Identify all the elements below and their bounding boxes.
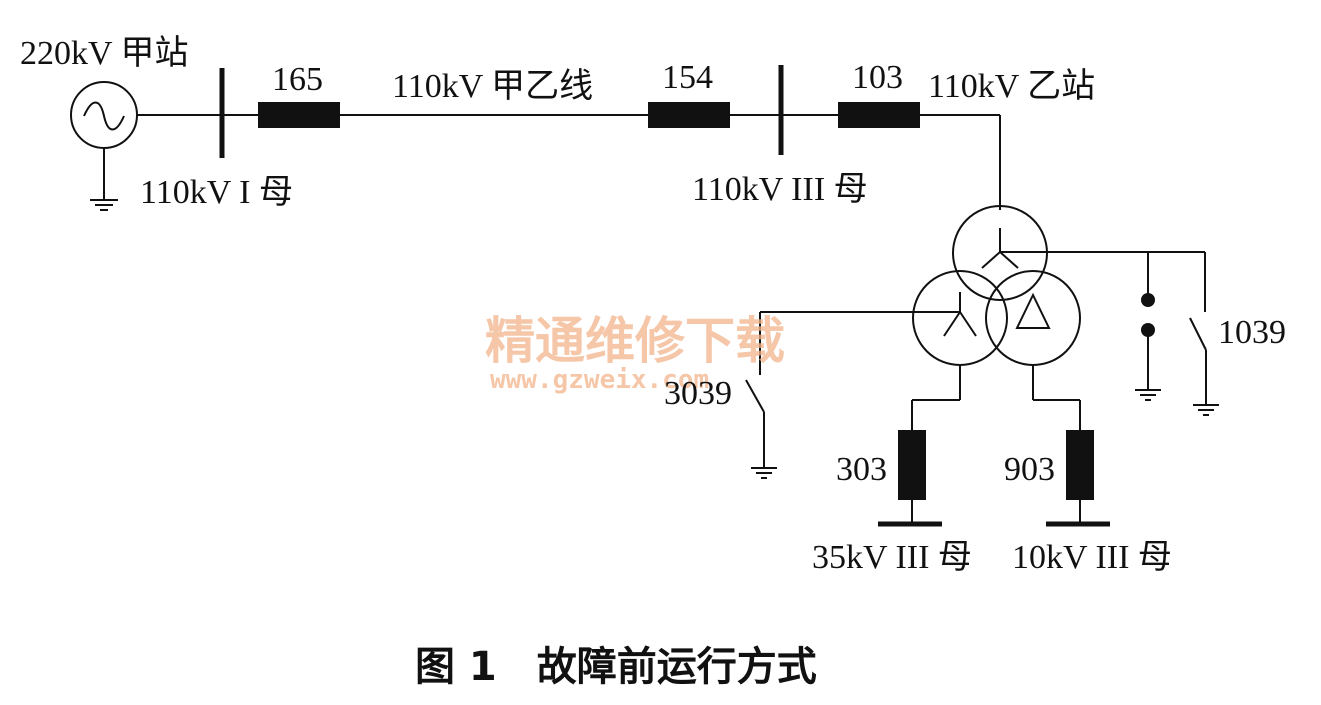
generator-symbol <box>70 81 138 200</box>
label-breaker-303: 303 <box>836 451 887 488</box>
label-station-a: 220kV 甲站 <box>20 34 188 72</box>
breaker-165 <box>258 102 340 128</box>
label-switch-3039: 3039 <box>664 375 732 412</box>
label-breaker-165: 165 <box>272 61 323 98</box>
label-bus-10kv: 10kV III 母 <box>1012 539 1172 576</box>
breaker-103 <box>838 102 920 128</box>
breaker-154 <box>648 102 730 128</box>
watermark-url: www.gzweix.com <box>490 365 709 395</box>
label-bus-3: 110kV III 母 <box>692 171 868 208</box>
three-winding-transformer <box>912 205 1081 366</box>
ground-symbol-1039 <box>1193 404 1219 416</box>
label-breaker-103: 103 <box>852 59 903 96</box>
switch-1039-blade <box>1189 317 1207 351</box>
label-breaker-154: 154 <box>662 59 713 96</box>
watermark-title: 精通维修下载 <box>485 312 785 370</box>
figure-caption: 图 1 故障前运行方式 <box>415 644 817 690</box>
label-breaker-903: 903 <box>1004 451 1055 488</box>
gap-electrode-bottom <box>1141 323 1155 337</box>
gap-electrode-top <box>1141 293 1155 307</box>
label-bus-35kv: 35kV III 母 <box>812 539 972 576</box>
label-switch-1039: 1039 <box>1218 314 1286 351</box>
ground-symbol-3039 <box>751 467 777 479</box>
ground-symbol-generator <box>90 199 118 211</box>
breaker-303 <box>898 430 926 500</box>
label-station-b: 110kV 乙站 <box>928 67 1095 105</box>
switch-3039-blade <box>745 379 765 413</box>
breaker-903 <box>1066 430 1094 500</box>
ground-symbol-gap <box>1135 389 1161 401</box>
label-line: 110kV 甲乙线 <box>392 67 593 105</box>
label-bus-1: 110kV I 母 <box>140 174 293 211</box>
